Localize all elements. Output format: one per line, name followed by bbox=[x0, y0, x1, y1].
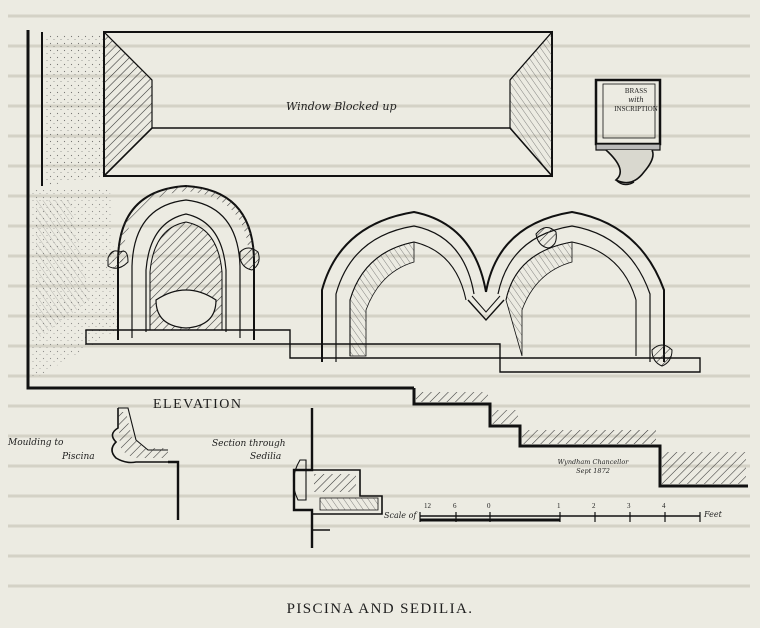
blocked-window bbox=[103, 30, 553, 178]
scale-prefix-label: Scale of bbox=[384, 511, 417, 520]
brass-label-line-3: INSCRIPTION bbox=[614, 105, 658, 113]
scale-bar bbox=[419, 512, 701, 522]
brass-label-line-2: with bbox=[628, 96, 644, 104]
moulding-profile bbox=[111, 407, 180, 520]
signature-line-1: Wyndham Chancellor bbox=[557, 458, 629, 466]
moulding-label: Moulding to Piscina bbox=[8, 436, 98, 464]
scale-tick-label: 4 bbox=[662, 502, 666, 510]
artist-signature: Wyndham Chancellor Sept 1872 bbox=[552, 458, 634, 476]
piscina-arch bbox=[107, 184, 260, 340]
section-label-line-2: Sedilia bbox=[250, 452, 282, 462]
sill-and-steps bbox=[85, 329, 748, 488]
moulding-label-line-2: Piscina bbox=[62, 452, 95, 462]
scale-unit-label: Feet bbox=[704, 510, 722, 519]
section-label-line-1: Section through bbox=[212, 439, 286, 449]
scale-tick-label: 1 bbox=[557, 502, 561, 510]
signature-line-2: Sept 1872 bbox=[576, 467, 610, 475]
brass-plaque bbox=[594, 78, 662, 186]
sedilia-arches bbox=[321, 210, 673, 367]
brass-label-line-1: BRASS bbox=[624, 87, 648, 95]
moulding-label-line-1: Moulding to bbox=[8, 438, 64, 448]
elevation-label: ELEVATION bbox=[153, 397, 243, 412]
wall-outline bbox=[26, 30, 414, 390]
sedilia-section bbox=[292, 408, 383, 548]
scale-tick-label: 0 bbox=[487, 502, 491, 510]
figure-caption: PISCINA AND SEDILIA. bbox=[286, 601, 474, 617]
window-label: Window Blocked up bbox=[286, 100, 397, 113]
scale-tick-label: 12 bbox=[424, 502, 431, 510]
scale-tick-label: 3 bbox=[627, 502, 631, 510]
scale-tick-label: 2 bbox=[592, 502, 596, 510]
brass-plaque-label: BRASS with INSCRIPTION bbox=[612, 87, 660, 114]
wall-shading bbox=[32, 34, 118, 380]
scale-tick-label: 6 bbox=[453, 502, 457, 510]
section-label: Section through Sedilia bbox=[212, 438, 304, 464]
